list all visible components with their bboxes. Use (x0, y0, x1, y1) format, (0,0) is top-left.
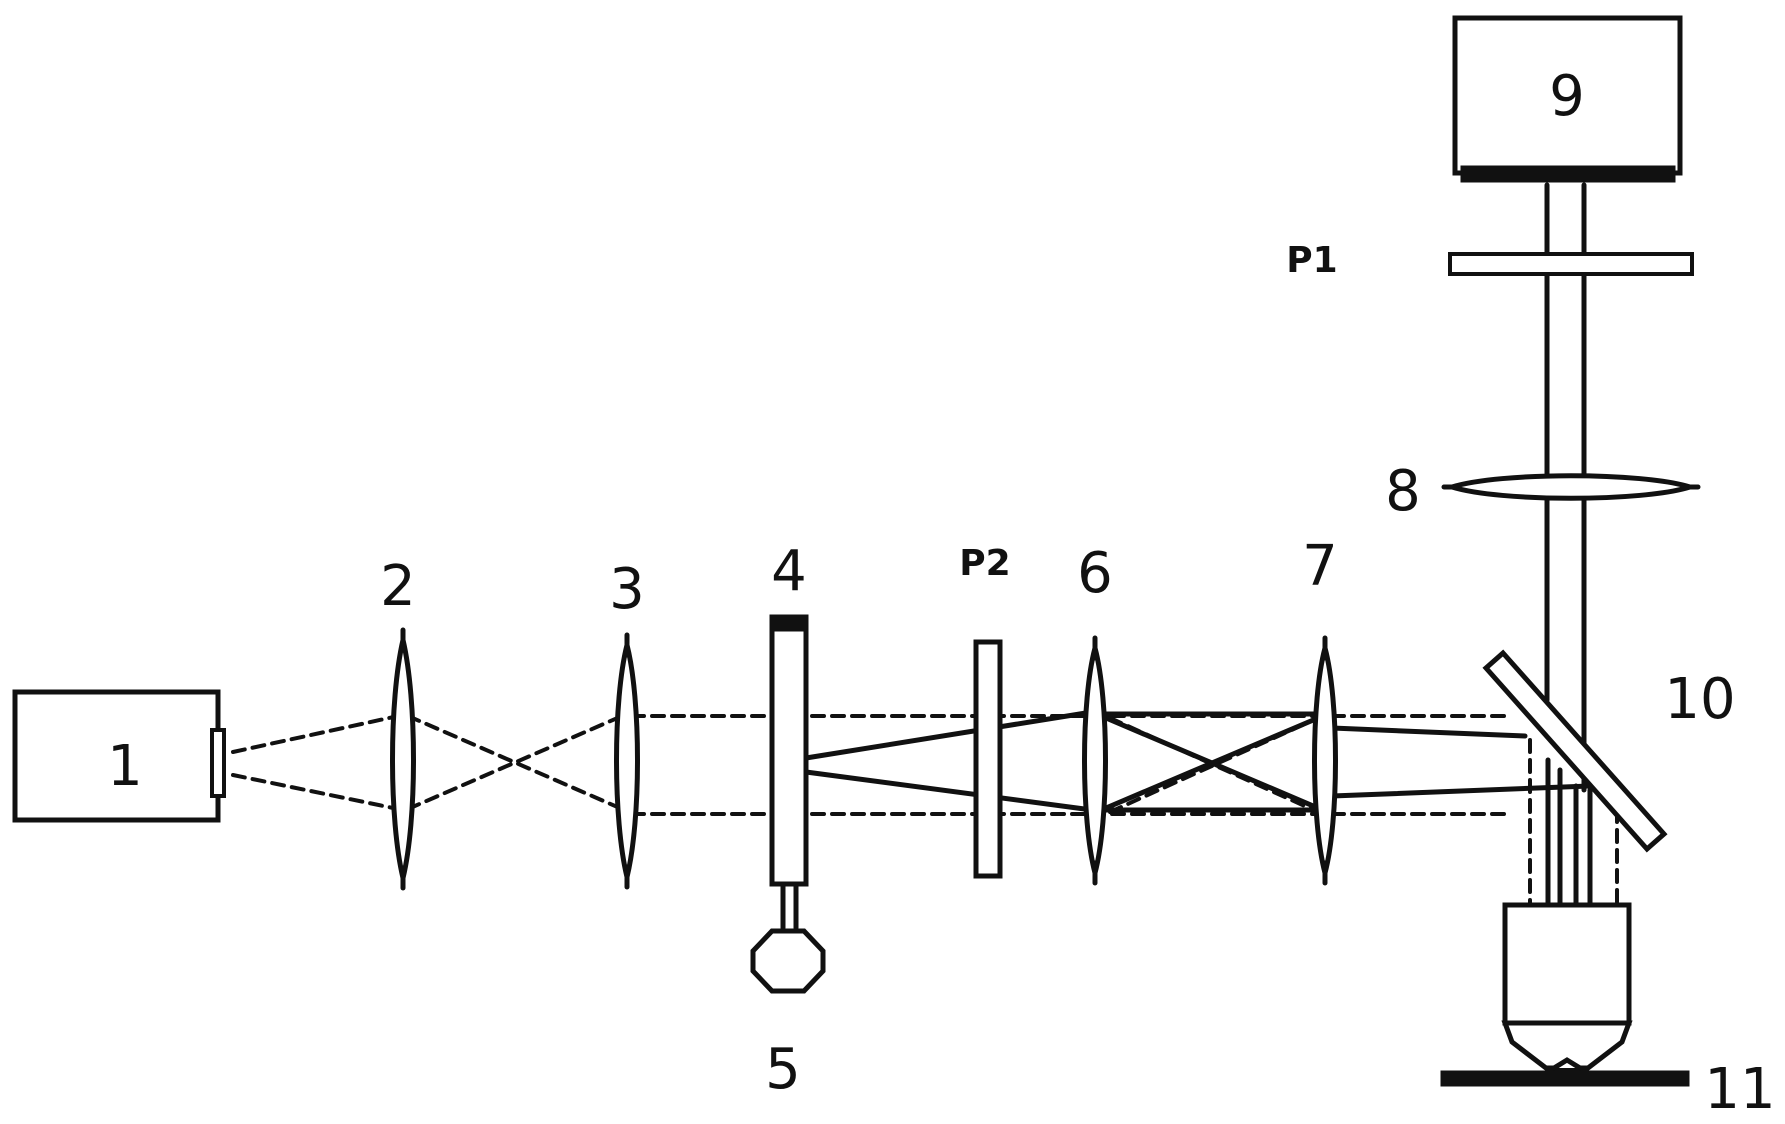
label-2: 2 (380, 554, 416, 619)
camera-9 (1452, 15, 1683, 183)
label-9: 9 (1549, 64, 1585, 129)
diffracted-beam-solid (803, 709, 1593, 908)
label-3: 3 (609, 557, 645, 622)
label-7: 7 (1302, 534, 1338, 599)
lens-8 (1441, 473, 1701, 501)
label-4: 4 (771, 539, 807, 604)
lens-7 (1312, 635, 1338, 886)
label-6: 6 (1077, 541, 1113, 606)
polarizer-p1 (1448, 252, 1694, 276)
lens-3 (614, 632, 640, 890)
sample-stage-11 (1440, 1070, 1690, 1087)
lens-2 (390, 627, 416, 891)
beam-splitter-10 (1482, 649, 1668, 853)
label-p1: P1 (1286, 240, 1337, 281)
objective-lens (1501, 902, 1633, 1071)
laser-source (12, 689, 226, 823)
driver-5 (750, 928, 826, 994)
label-11: 11 (1704, 1057, 1775, 1122)
label-10: 10 (1664, 667, 1735, 732)
label-p2: P2 (959, 543, 1010, 584)
label-1: 1 (107, 734, 143, 799)
polarizer-p2 (973, 639, 1003, 879)
laser-beam-dashed (231, 714, 1619, 907)
label-5: 5 (765, 1037, 801, 1102)
lens-6 (1082, 635, 1108, 886)
label-8: 8 (1385, 459, 1421, 524)
modulator-4 (769, 614, 809, 931)
